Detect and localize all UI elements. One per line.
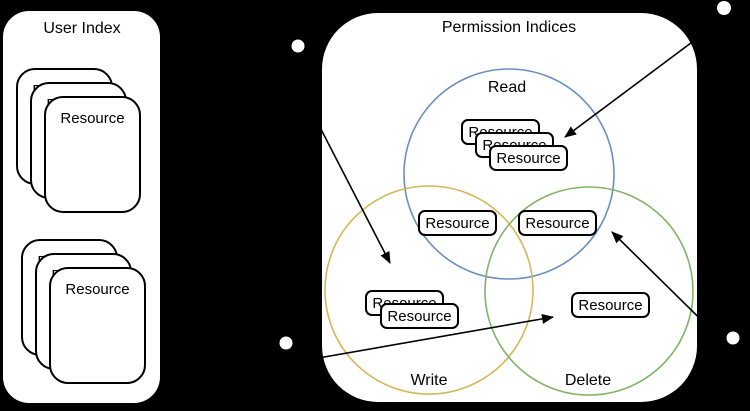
resource-item: Resource — [380, 303, 459, 329]
resource-item: Resource — [418, 210, 497, 236]
user-dot — [291, 39, 305, 53]
resource-item: Resource — [489, 145, 568, 171]
delete-set-label: Delete — [564, 372, 612, 389]
permission-indices-title: Permission Indices — [441, 19, 577, 36]
resource-item: Resource — [571, 292, 650, 318]
write-set-label: Write — [410, 372, 448, 389]
permission-indices-panel — [322, 13, 697, 402]
resource-card: Resource — [44, 96, 141, 213]
user-dot — [726, 331, 740, 345]
resource-card: Resource — [49, 267, 146, 384]
user-dot — [717, 1, 731, 15]
resource-item: Resource — [518, 210, 597, 236]
user-dot — [279, 336, 293, 350]
read-set-label: Read — [487, 79, 527, 96]
user-index-title: User Index — [43, 20, 121, 37]
